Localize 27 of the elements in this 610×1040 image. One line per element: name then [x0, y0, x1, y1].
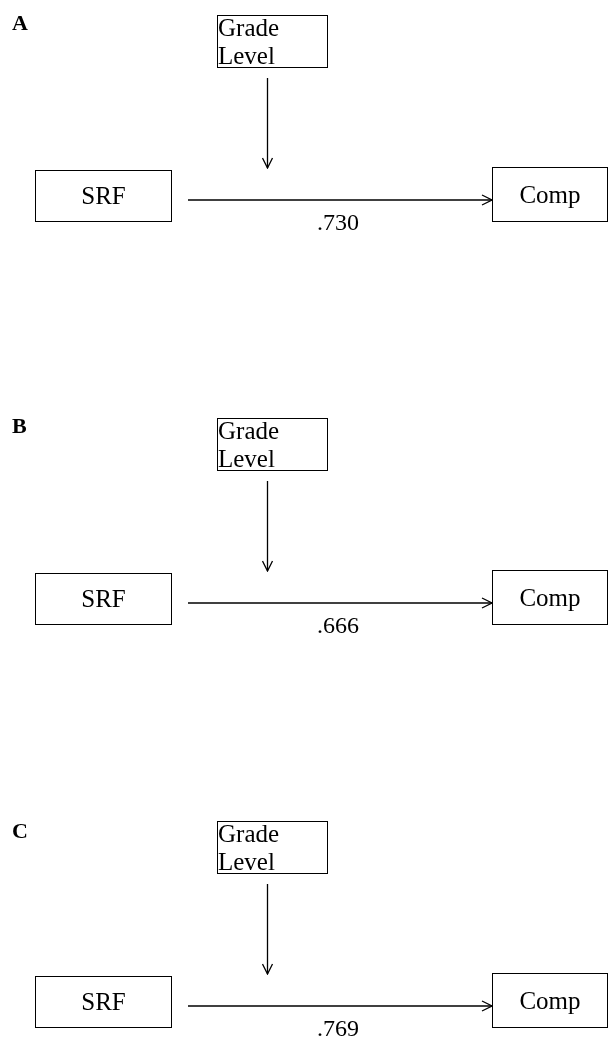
variable-box: [217, 15, 328, 68]
arrow: [187, 1000, 493, 1012]
variable-name: Grade Level: [218, 416, 281, 473]
variable-box: [35, 573, 172, 625]
variable-name: Comp: [519, 986, 581, 1015]
arrow: [187, 194, 493, 206]
variable-name: SRF: [81, 988, 126, 1016]
variable-box: [492, 570, 608, 625]
variable-box: [492, 973, 608, 1028]
variable-box: [35, 170, 172, 222]
arrow: [261, 77, 274, 169]
variable-box: [492, 167, 608, 222]
variable-box: [217, 821, 328, 874]
arrow: [187, 597, 493, 609]
arrow: [261, 480, 274, 572]
variable-name: Comp: [519, 583, 581, 612]
arrow: [261, 883, 274, 975]
variable-name: Grade Level: [218, 13, 281, 70]
variable-box: [35, 976, 172, 1028]
variable-name: Comp: [519, 180, 581, 209]
panel-label: B: [12, 413, 27, 439]
variable-name: Grade Level: [218, 819, 281, 876]
variable-name: SRF: [81, 182, 126, 210]
variable-name: SRF: [81, 585, 126, 613]
panel-label: A: [12, 10, 28, 36]
panel-label: C: [12, 818, 28, 844]
variable-box: [217, 418, 328, 471]
